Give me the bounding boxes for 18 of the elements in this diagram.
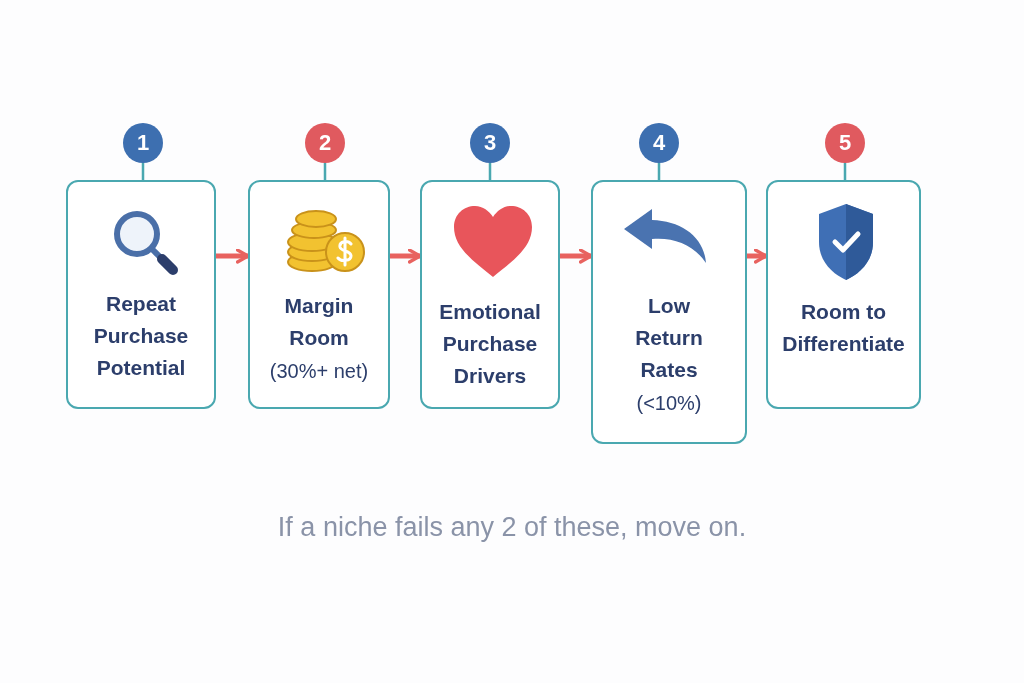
step-number-badge: 5 xyxy=(825,123,865,163)
step-number-badge: 3 xyxy=(470,123,510,163)
step-title: Emotional Purchase Drivers xyxy=(438,299,542,389)
step-note: (<10%) xyxy=(636,391,702,416)
step-title: Room to Differentiate xyxy=(781,299,906,357)
step-number-badge: 4 xyxy=(639,123,679,163)
step-title: Low Return Rates xyxy=(634,293,704,383)
step-card xyxy=(248,180,390,409)
step-card xyxy=(420,180,560,409)
step-title: Repeat Purchase Potential xyxy=(92,291,190,381)
step-number-badge: 1 xyxy=(123,123,163,163)
step-card xyxy=(591,180,747,444)
step-card xyxy=(66,180,216,409)
caption: If a niche fails any 2 of these, move on. xyxy=(277,512,747,543)
step-title: Margin Room xyxy=(283,293,355,351)
step-card xyxy=(766,180,921,409)
step-number-badge: 2 xyxy=(305,123,345,163)
step-note: (30%+ net) xyxy=(269,359,369,384)
